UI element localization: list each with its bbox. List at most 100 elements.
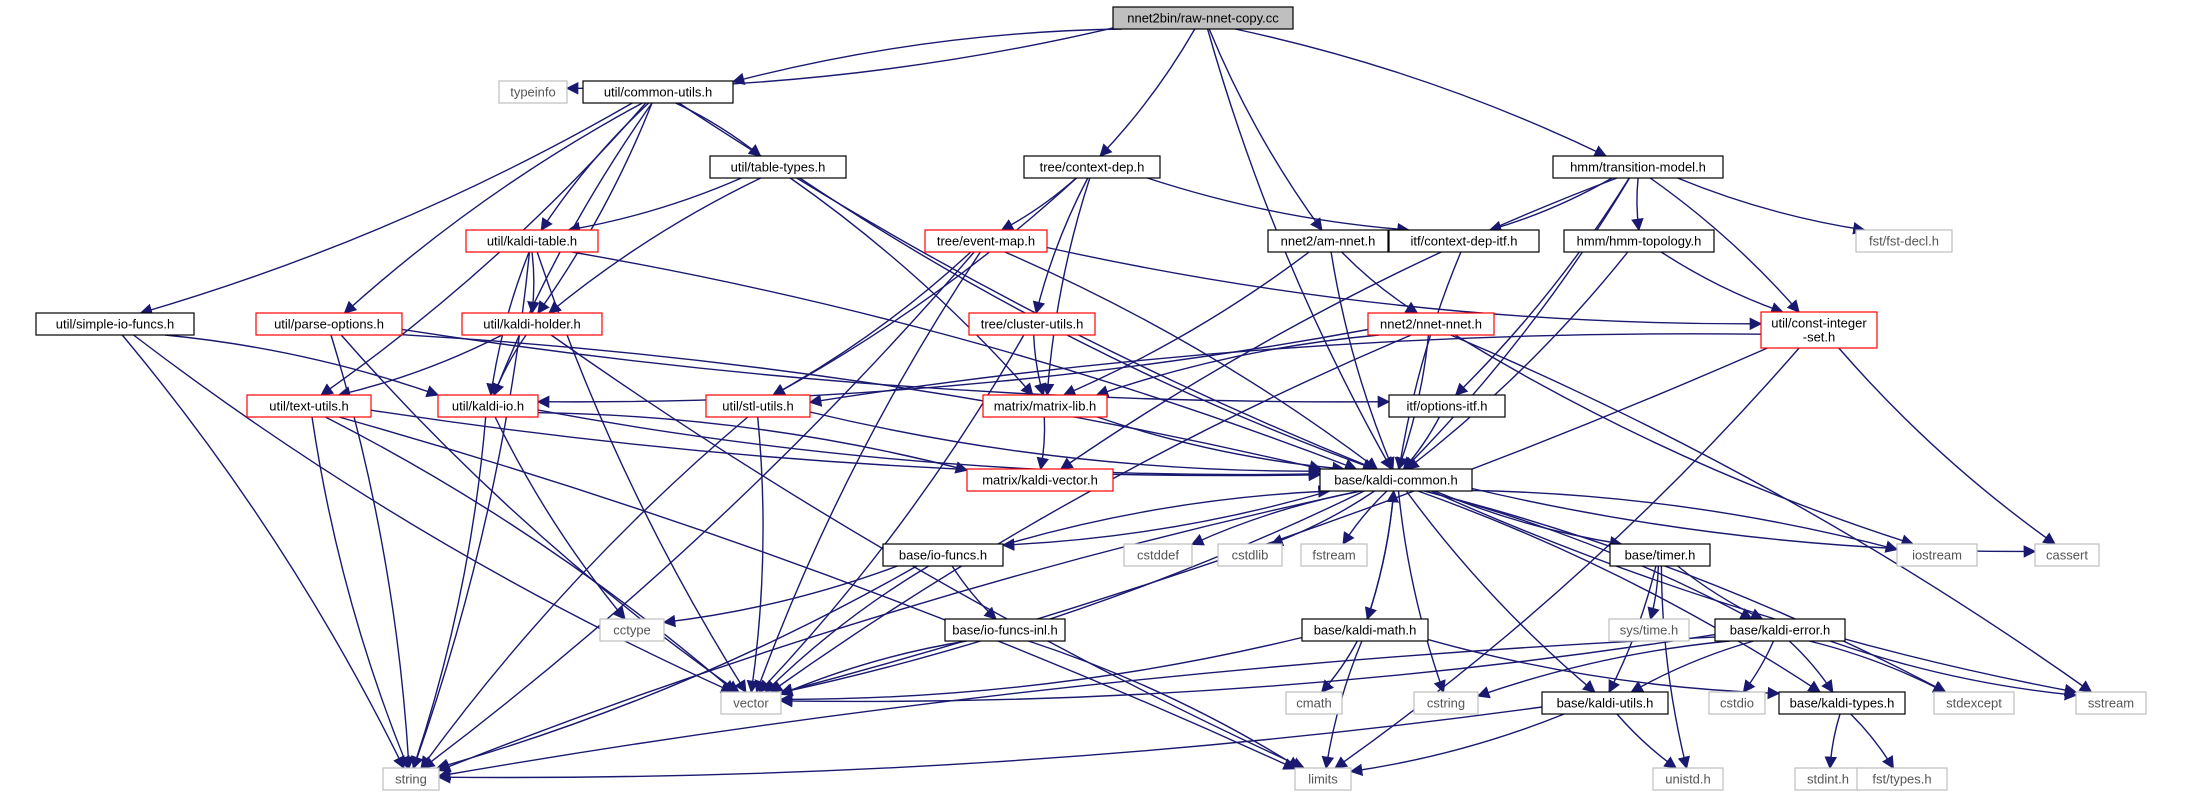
node-box <box>498 80 568 104</box>
node-label: unistd.h <box>1665 772 1711 787</box>
node-timer[interactable]: base/timer.h <box>1609 543 1711 567</box>
node-label: tree/context-dep.h <box>1040 160 1145 175</box>
edge-io-funcs-to-string <box>435 565 918 771</box>
node-sstream: sstream <box>2075 691 2147 715</box>
node-label: tree/event-map.h <box>937 234 1035 249</box>
node-label: -set.h <box>1803 330 1836 345</box>
node-box <box>382 767 440 791</box>
edge-kaldi-error-to-kaldi-types <box>1788 640 1834 694</box>
node-nnet-nnet[interactable]: nnet2/nnet-nnet.h <box>1367 312 1495 336</box>
node-stl-utils[interactable]: util/stl-utils.h <box>705 394 811 418</box>
edge-kaldi-math-to-cmath <box>1320 640 1358 693</box>
node-label: util/text-utils.h <box>269 399 348 414</box>
edge-root-to-common-utils <box>731 28 1123 86</box>
node-label: cstring <box>1427 696 1465 711</box>
edge-text-utils-to-vector <box>325 416 736 693</box>
node-label: nnet2/nnet-nnet.h <box>1380 317 1482 332</box>
node-common-utils[interactable]: util/common-utils.h <box>582 80 734 104</box>
node-label: util/parse-options.h <box>274 317 384 332</box>
node-label: matrix/kaldi-vector.h <box>982 473 1098 488</box>
edge-kaldi-utils-to-unistd <box>1616 713 1678 769</box>
node-transition-model[interactable]: hmm/transition-model.h <box>1552 155 1724 179</box>
node-stdexcept: stdexcept <box>1933 691 2015 715</box>
edge-kaldi-common-to-cassert <box>1471 487 2037 558</box>
node-context-dep[interactable]: tree/context-dep.h <box>1023 155 1161 179</box>
node-cstdlib: cstdlib <box>1217 543 1283 567</box>
edge-kaldi-common-to-kaldi-math <box>1364 490 1395 621</box>
node-event-map[interactable]: tree/event-map.h <box>924 229 1048 253</box>
node-kaldi-types[interactable]: base/kaldi-types.h <box>1778 691 1906 715</box>
node-kaldi-math[interactable]: base/kaldi-math.h <box>1301 618 1429 642</box>
edge-kaldi-math-to-kaldi-common <box>1366 489 1400 620</box>
edge-nnet-nnet-to-kaldi-io <box>536 328 1369 409</box>
edge-event-map-to-const-integer-set <box>1046 246 1763 331</box>
edge-kaldi-error-to-stdexcept <box>1809 640 1946 693</box>
node-box <box>1552 155 1724 179</box>
node-options-itf[interactable]: itf/options-itf.h <box>1388 394 1506 418</box>
node-simple-io[interactable]: util/simple-io-funcs.h <box>35 312 195 336</box>
node-box <box>982 394 1108 418</box>
node-kaldi-common[interactable]: base/kaldi-common.h <box>1319 468 1473 492</box>
node-label: fstream <box>1312 548 1355 563</box>
edge-kaldi-utils-to-limits <box>1349 713 1565 777</box>
node-cluster-utils[interactable]: tree/cluster-utils.h <box>968 312 1096 336</box>
node-box <box>1023 155 1161 179</box>
node-kaldi-holder[interactable]: util/kaldi-holder.h <box>461 312 603 336</box>
edge-kaldi-types-to-stdint <box>1824 713 1841 770</box>
node-box <box>1367 312 1495 336</box>
node-typeinfo: typeinfo <box>498 80 568 104</box>
node-parse-options[interactable]: util/parse-options.h <box>255 312 403 336</box>
node-label: base/kaldi-utils.h <box>1557 696 1654 711</box>
edge-kaldi-common-to-cstring <box>1397 490 1446 694</box>
node-box <box>246 394 372 418</box>
node-label: string <box>395 772 427 787</box>
node-io-funcs[interactable]: base/io-funcs.h <box>882 543 1004 567</box>
node-box <box>35 312 195 336</box>
node-label: util/common-utils.h <box>604 85 712 100</box>
node-box <box>966 468 1114 492</box>
edge-kaldi-common-to-vector <box>779 490 1365 697</box>
node-box <box>1855 229 1953 253</box>
node-kaldi-io[interactable]: util/kaldi-io.h <box>437 394 539 418</box>
node-label: util/table-types.h <box>731 160 826 175</box>
node-table-types[interactable]: util/table-types.h <box>709 155 847 179</box>
node-box <box>1933 691 2015 715</box>
edge-options-itf-to-kaldi-common <box>1402 416 1441 470</box>
node-label: fst/types.h <box>1872 772 1931 787</box>
node-cmath: cmath <box>1285 691 1343 715</box>
node-context-dep-itf[interactable]: itf/context-dep-itf.h <box>1388 229 1540 253</box>
edge-common-utils-to-kaldi-holder <box>537 102 653 315</box>
edge-am-nnet-to-nnet-nnet <box>1341 251 1419 314</box>
node-box <box>1563 229 1715 253</box>
node-label: sys/time.h <box>1620 623 1679 638</box>
edge-context-dep-to-stl-utils <box>772 177 1078 396</box>
edge-kaldi-common-to-timer <box>1434 490 1623 549</box>
node-root[interactable]: nnet2bin/raw-nnet-copy.cc <box>1112 6 1294 30</box>
node-io-funcs-inl[interactable]: base/io-funcs-inl.h <box>944 618 1066 642</box>
node-box <box>1708 691 1766 715</box>
edge-const-integer-set-to-limits <box>1334 347 1800 769</box>
edge-parse-options-to-vector <box>340 334 740 693</box>
edge-kaldi-holder-to-limits <box>550 334 1306 769</box>
edge-text-utils-to-string <box>311 416 410 770</box>
node-label: cmath <box>1296 696 1331 711</box>
node-kaldi-table[interactable]: util/kaldi-table.h <box>465 229 599 253</box>
node-kaldi-utils[interactable]: base/kaldi-utils.h <box>1541 691 1669 715</box>
node-box <box>1301 618 1429 642</box>
node-kaldi-error[interactable]: base/kaldi-error.h <box>1714 618 1846 642</box>
edge-transition-model-to-hmm-topology <box>1631 177 1644 232</box>
edge-timer-to-unistd <box>1660 565 1690 770</box>
node-const-integer-set[interactable]: util/const-integer-set.h <box>1760 311 1878 349</box>
edge-parse-options-to-options-itf <box>401 328 1391 409</box>
edge-context-dep-to-matrix-lib <box>1041 177 1091 397</box>
node-matrix-lib[interactable]: matrix/matrix-lib.h <box>982 394 1108 418</box>
edge-root-to-kaldi-common <box>1206 28 1393 471</box>
node-kaldi-vector[interactable]: matrix/kaldi-vector.h <box>966 468 1114 492</box>
node-label: cstddef <box>1137 548 1179 563</box>
edge-parse-options-to-kaldi-common <box>401 334 1323 473</box>
node-am-nnet[interactable]: nnet2/am-nnet.h <box>1267 229 1389 253</box>
edge-table-types-to-kaldi-table <box>567 177 742 235</box>
node-hmm-topology[interactable]: hmm/hmm-topology.h <box>1563 229 1715 253</box>
node-text-utils[interactable]: util/text-utils.h <box>246 394 372 418</box>
edge-kaldi-error-to-cstdio <box>1742 640 1775 694</box>
